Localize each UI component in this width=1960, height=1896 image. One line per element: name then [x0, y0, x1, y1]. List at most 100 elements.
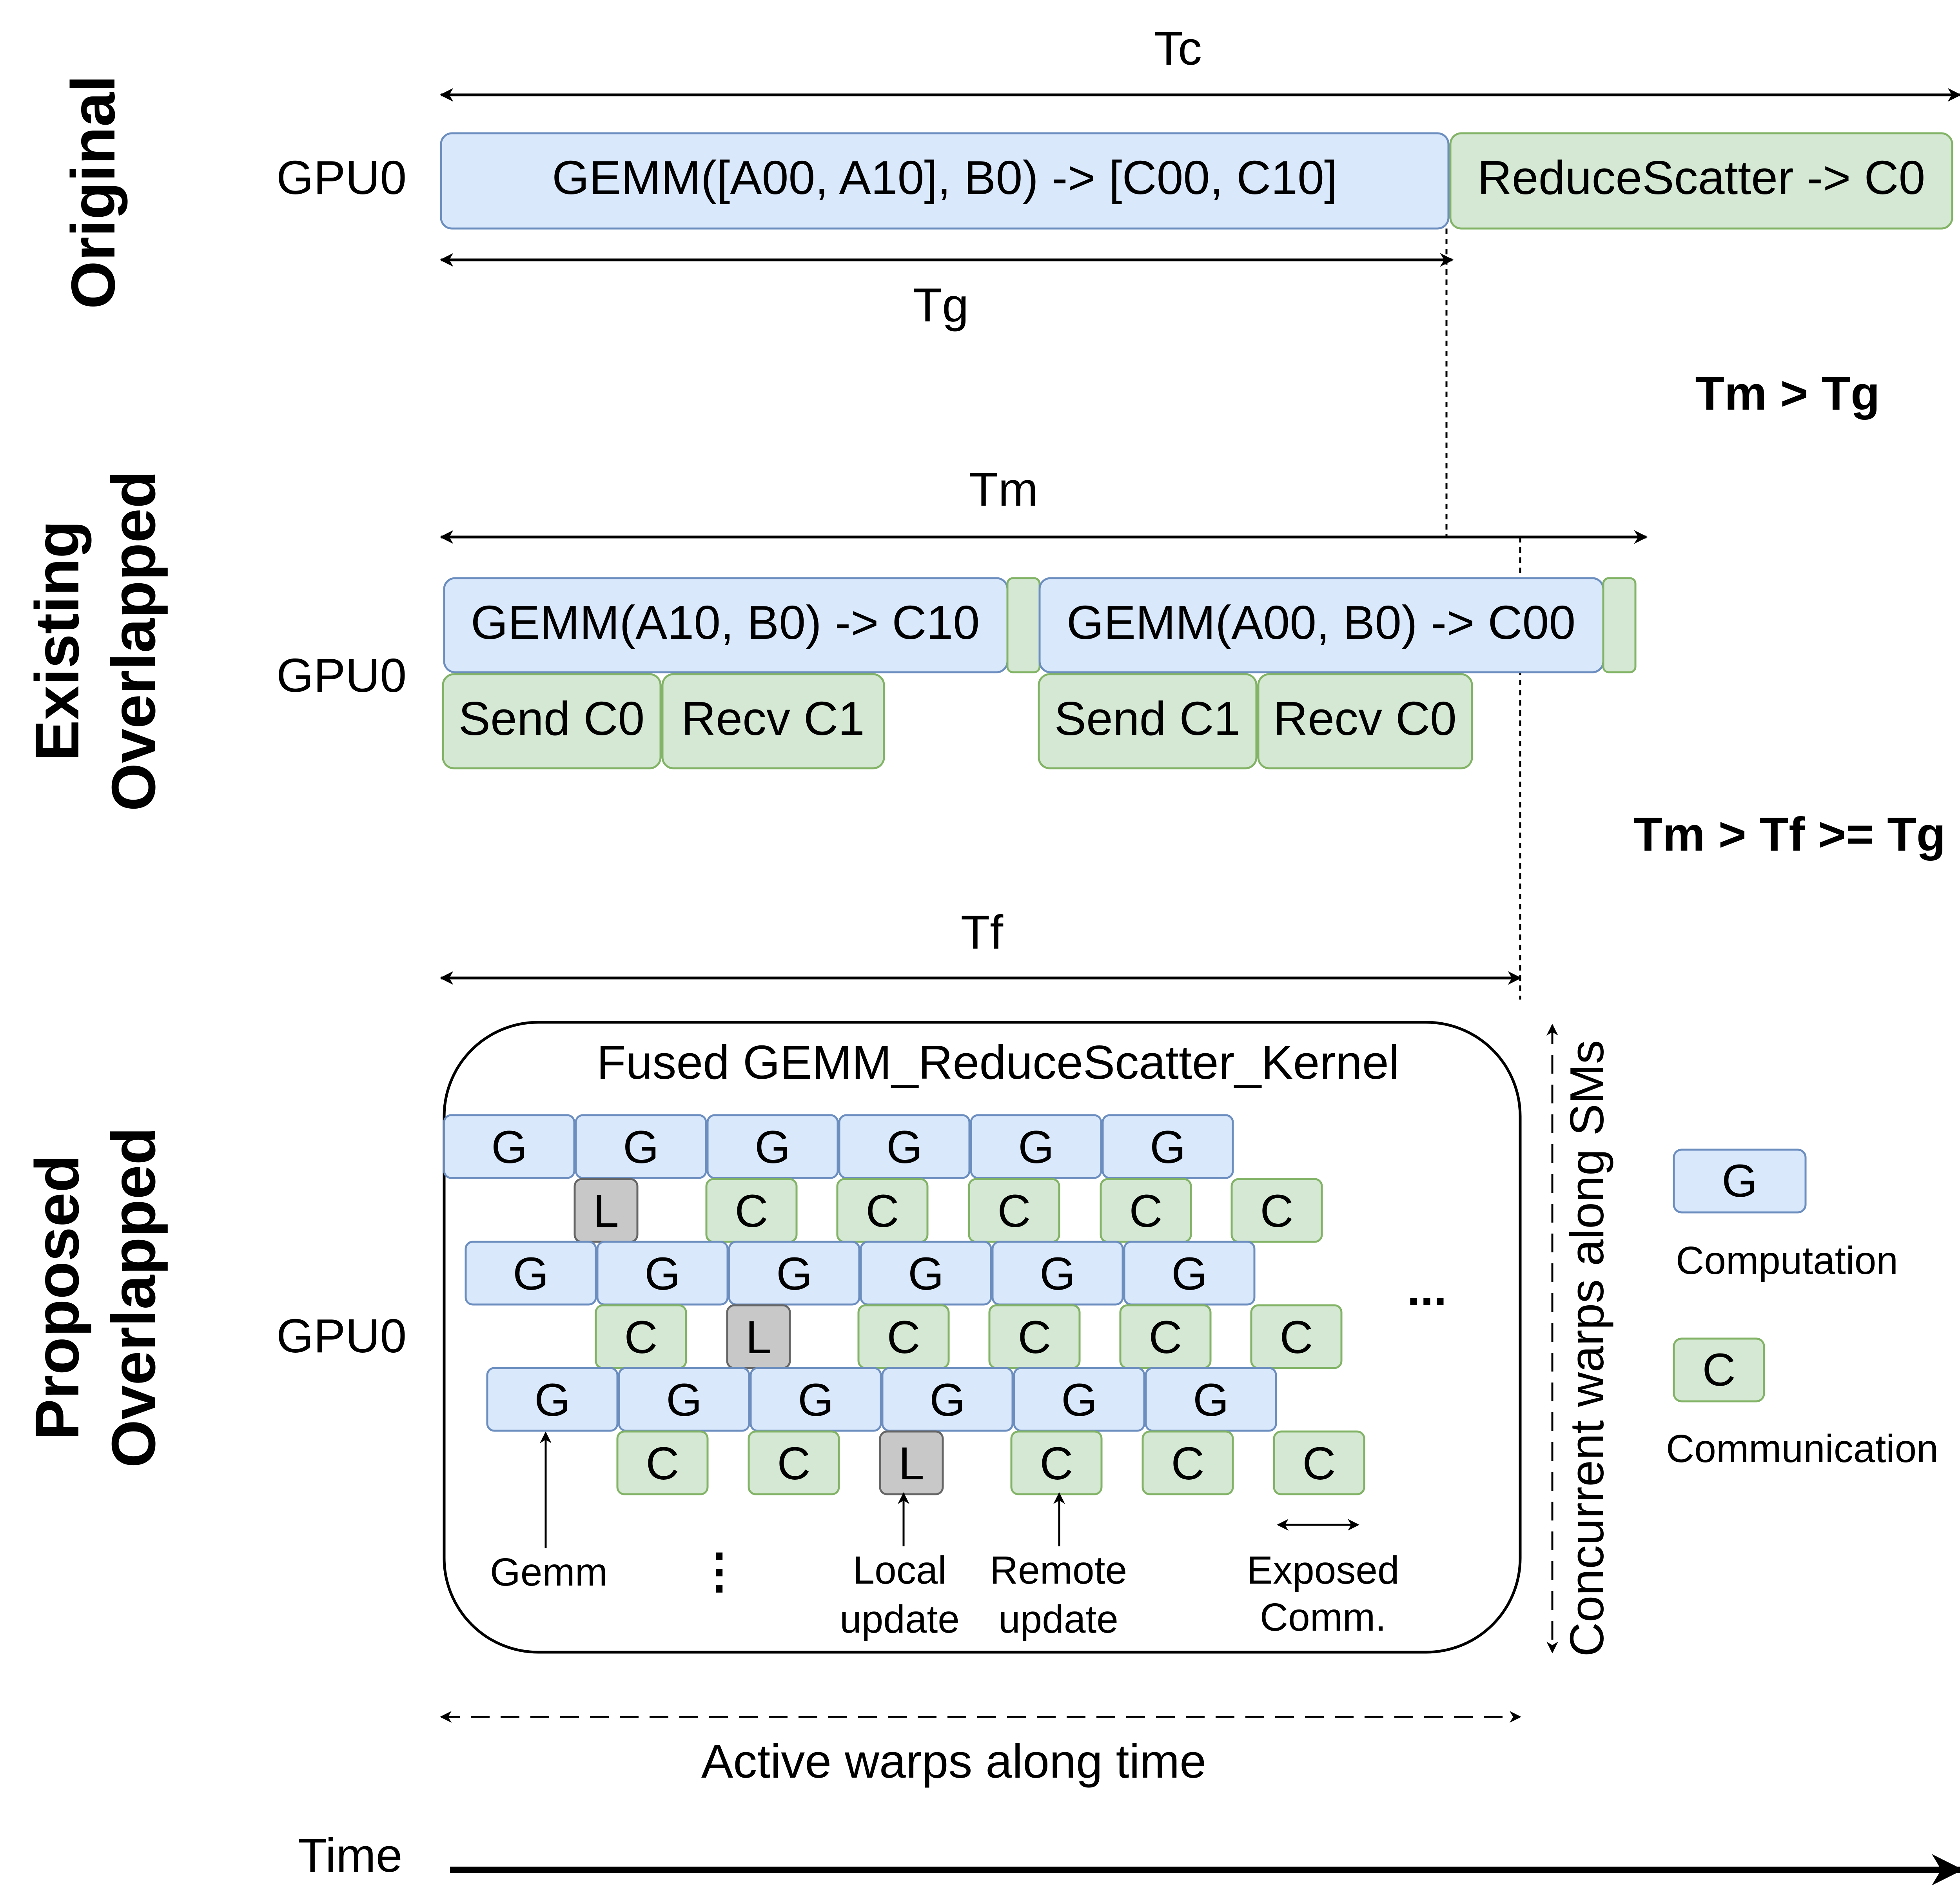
relation-tm-gt-tf-ge-tg: Tm > Tf >= Tg [1633, 807, 1946, 861]
existing-comm-sliver-1 [1006, 577, 1041, 673]
comm-tile-r3-4-label: C [1171, 1438, 1204, 1490]
gemm-tile-r2-1-label: G [513, 1248, 549, 1300]
relation-tm-gt-tg: Tm > Tg [1695, 366, 1880, 420]
gemm-tile-r3-6-label: G [1193, 1374, 1229, 1426]
existing-send-c1-label: Send C1 [1054, 692, 1241, 745]
local-update-annotation-line2: update [840, 1597, 960, 1641]
section-original-heading: Original [59, 75, 128, 309]
original-gemm-box [440, 132, 1450, 230]
original-tg-label: Tg [913, 278, 969, 332]
comm-tile-r1-5-label: C [1260, 1185, 1293, 1237]
gemm-tile-r1-3-box [706, 1114, 839, 1179]
existing-send-c1-box [1038, 673, 1258, 769]
comm-tile-r2-2-label: C [887, 1312, 920, 1363]
section-proposed-heading-line2: Overlapped [99, 1127, 168, 1468]
comm-tile-r1-5-box [1230, 1178, 1323, 1243]
comm-tile-r3-1-label: C [646, 1438, 679, 1490]
legend-communication-swatch [1673, 1337, 1765, 1402]
legend-computation-swatch [1673, 1148, 1807, 1214]
fused-kernel-frame [443, 1021, 1522, 1654]
comm-tile-r3-3-label: C [1040, 1438, 1073, 1490]
local-update-tile-r2-label: L [746, 1312, 771, 1363]
comm-tile-r3-5-box [1273, 1430, 1365, 1495]
existing-recv-c0-box [1257, 673, 1473, 769]
comm-tile-r3-5-label: C [1302, 1438, 1336, 1490]
section-existing-heading-line1: Existing [23, 521, 92, 762]
gemm-tile-r1-6-label: G [1150, 1121, 1186, 1173]
local-update-annotation-line1: Local [853, 1548, 946, 1592]
gemm-tile-r3-2-label: G [666, 1374, 702, 1426]
original-gemm-label: GEMM([A00, A10], B0) -> [C00, C10] [552, 151, 1338, 204]
legend-computation-label: Computation [1676, 1239, 1898, 1283]
gemm-tile-r3-5-label: G [1061, 1374, 1097, 1426]
legend-communication-swatch-text: C [1702, 1344, 1735, 1396]
existing-recv-c0-label: Recv C0 [1273, 692, 1457, 745]
existing-send-c0-box [442, 673, 662, 769]
remote-update-annotation-line2: update [998, 1597, 1118, 1641]
existing-recv-c1-box [661, 673, 885, 769]
gemm-tile-r2-2-label: G [644, 1248, 681, 1300]
comm-tile-r3-4-box [1142, 1430, 1234, 1495]
comm-tile-r3-2-box [748, 1430, 840, 1495]
gemm-tile-r3-4-label: G [929, 1374, 965, 1426]
section-existing-heading-line2: Overlapped [99, 470, 168, 811]
local-update-tile-r3-label: L [898, 1438, 924, 1490]
legend-computation-swatch-text: G [1722, 1155, 1758, 1207]
vertical-ellipsis: ⋮ [695, 1544, 743, 1598]
fused-kernel-title: Fused GEMM_ReduceScatter_Kernel [597, 1036, 1399, 1089]
gemm-tile-r1-5-box [970, 1114, 1102, 1179]
gemm-tile-r2-5-label: G [1040, 1248, 1076, 1300]
gemm-tile-r2-4-label: G [908, 1248, 944, 1300]
horizontal-ellipsis: ... [1407, 1262, 1447, 1315]
gemm-tile-r1-6-box [1102, 1114, 1234, 1179]
active-warps-label: Active warps along time [701, 1735, 1206, 1788]
existing-tm-label: Tm [969, 463, 1038, 516]
gemm-tile-r1-2-label: G [623, 1121, 659, 1173]
original-reducescatter-label: ReduceScatter -> C0 [1477, 151, 1926, 204]
gemm-tile-r3-3-label: G [798, 1374, 834, 1426]
gemm-tile-r1-4-box [838, 1114, 971, 1179]
original-tc-label: Tc [1154, 22, 1202, 75]
exposed-comm-annotation-line1: Exposed [1247, 1548, 1399, 1592]
proposed-tf-label: Tf [961, 905, 1004, 959]
existing-recv-c1-label: Recv C1 [681, 692, 865, 745]
original-reducescatter-box [1449, 132, 1953, 230]
comm-tile-r2-5-label: C [1279, 1312, 1313, 1363]
gemm-tile-r2-1-box [465, 1241, 597, 1306]
comm-tile-r1-4-label: C [1129, 1185, 1162, 1237]
time-axis-label: Time [298, 1829, 403, 1882]
comm-tile-r2-5-box [1250, 1304, 1343, 1369]
comm-tile-r3-1-box [616, 1430, 709, 1495]
gemm-tile-r1-4-label: G [886, 1121, 922, 1173]
comm-tile-r2-1-label: C [624, 1312, 657, 1363]
gemm-tile-r3-1-box [486, 1367, 619, 1432]
gemm-tile-r1-1-label: G [491, 1121, 527, 1173]
gemm-tile-r1-5-label: G [1018, 1121, 1054, 1173]
gemm-tile-r1-3-label: G [755, 1121, 791, 1173]
existing-comm-sliver-2 [1602, 577, 1637, 673]
existing-gpu-label: GPU0 [276, 649, 407, 702]
gemm-tile-r3-4-box [881, 1367, 1014, 1432]
existing-gemm2-label: GEMM(A00, B0) -> C00 [1067, 596, 1575, 649]
exposed-comm-annotation-line2: Comm. [1260, 1595, 1386, 1639]
gemm-tile-r2-3-box [728, 1241, 860, 1306]
comm-tile-r1-1-label: C [735, 1185, 768, 1237]
gemm-tile-r3-1-label: G [534, 1374, 570, 1426]
comm-tile-r1-2-label: C [866, 1185, 899, 1237]
comm-tile-r2-3-label: C [1018, 1312, 1051, 1363]
gemm-tile-r1-1-box [443, 1114, 575, 1179]
original-gpu-label: GPU0 [276, 151, 407, 204]
legend-communication-label: Communication [1666, 1427, 1938, 1471]
local-update-tile-r1-label: L [593, 1185, 619, 1237]
comm-tile-r2-4-label: C [1149, 1312, 1182, 1363]
remote-update-annotation-line1: Remote [990, 1548, 1127, 1592]
existing-gemm1-label: GEMM(A10, B0) -> C10 [471, 596, 980, 649]
gemm-tile-r1-2-box [575, 1114, 707, 1179]
existing-send-c0-label: Send C0 [459, 692, 645, 745]
proposed-gpu-label: GPU0 [276, 1309, 407, 1363]
gemm-annotation: Gemm [490, 1550, 608, 1594]
concurrent-warps-label: Concurrent warps along SMs [1560, 1040, 1613, 1657]
